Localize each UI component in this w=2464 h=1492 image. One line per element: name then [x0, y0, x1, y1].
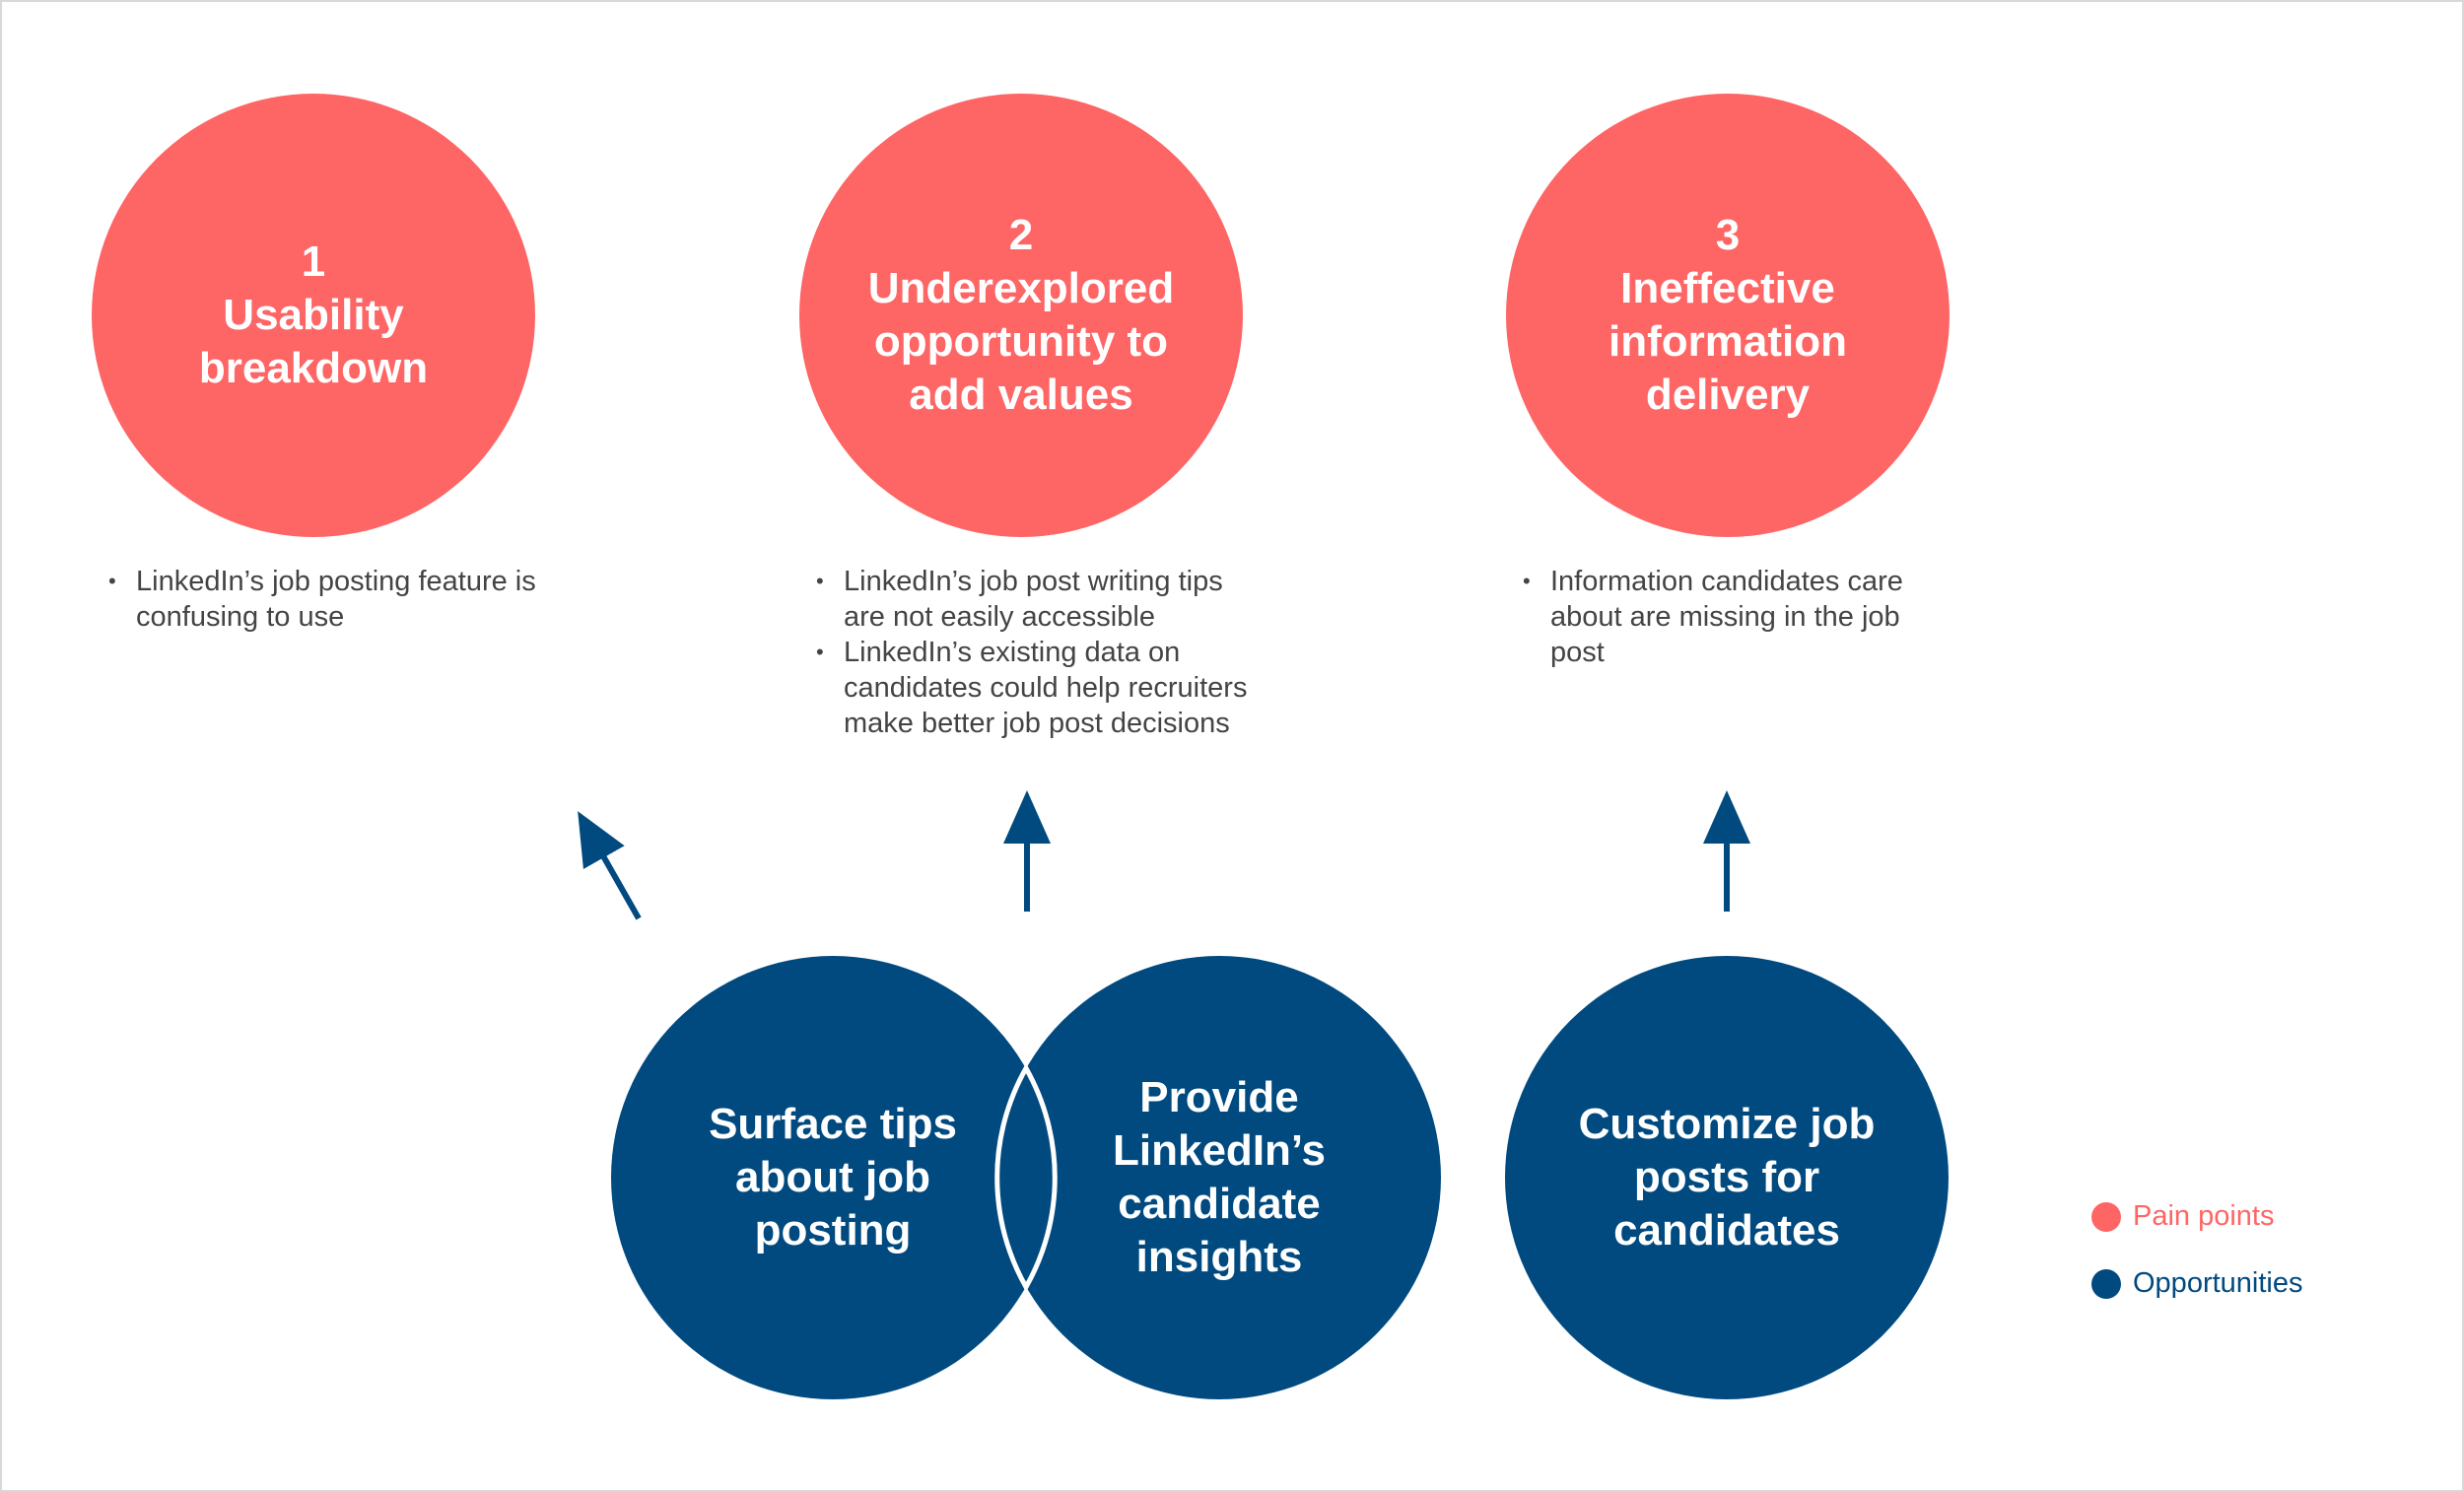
pain-point-circle-1: 1 Usability breakdown	[92, 94, 535, 537]
pain-point-1-details: LinkedIn’s job posting feature is confus…	[103, 564, 566, 635]
pain-point-title: Ineffective information delivery	[1608, 264, 1847, 419]
pain-point-title: Underexplored opportunity to add values	[867, 264, 1175, 419]
detail-bullet: Information candidates care about are mi…	[1517, 564, 1951, 670]
pain-point-number: 3	[1715, 211, 1741, 259]
legend-label-opportunity: Opportunities	[2133, 1267, 2303, 1299]
legend-dot-opportunity	[2091, 1268, 2121, 1299]
overlap-outline	[994, 1062, 1058, 1293]
opportunity-circle-1	[611, 956, 1055, 1399]
pain-point-number: 2	[1008, 211, 1034, 259]
legend-item-pain: Pain points	[2091, 1200, 2275, 1233]
opportunity-circle-2	[997, 956, 1441, 1399]
arrow-to-pain-1	[578, 811, 642, 920]
opportunity-circle-3	[1505, 956, 1949, 1399]
pain-point-circle-3: 3 Ineffective information delivery	[1506, 94, 1950, 537]
opportunity-label-3: Customize job posts for candidates	[1578, 1100, 1876, 1255]
detail-bullet: LinkedIn’s existing data on candidates c…	[810, 635, 1254, 741]
legend-dot-pain	[2091, 1201, 2121, 1232]
pain-point-circle-2: 2 Underexplored opportunity to add value…	[799, 94, 1243, 537]
pain-point-2-details: LinkedIn’s job post writing tips are not…	[810, 564, 1254, 741]
opportunity-label-2: Provide LinkedIn’s candidate insights	[1113, 1073, 1326, 1281]
pain-point-3-details: Information candidates care about are mi…	[1517, 564, 1951, 670]
pain-point-title: Usability breakdown	[198, 291, 429, 392]
legend-label-pain: Pain points	[2133, 1200, 2275, 1232]
opportunity-label-1: Surface tips about job posting	[709, 1100, 957, 1255]
detail-bullet: LinkedIn’s job post writing tips are not…	[810, 564, 1254, 635]
detail-bullet: LinkedIn’s job posting feature is confus…	[103, 564, 566, 635]
pain-point-number: 1	[301, 237, 326, 286]
legend-item-opportunity: Opportunities	[2091, 1267, 2303, 1300]
